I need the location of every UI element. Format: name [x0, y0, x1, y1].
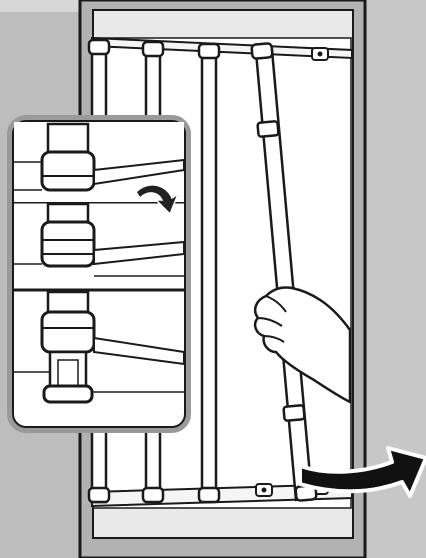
detail-inset: [10, 118, 188, 430]
wall-top-strip: [0, 0, 80, 12]
rod-3: [199, 44, 219, 502]
rod-socket-top-right: [312, 48, 328, 60]
